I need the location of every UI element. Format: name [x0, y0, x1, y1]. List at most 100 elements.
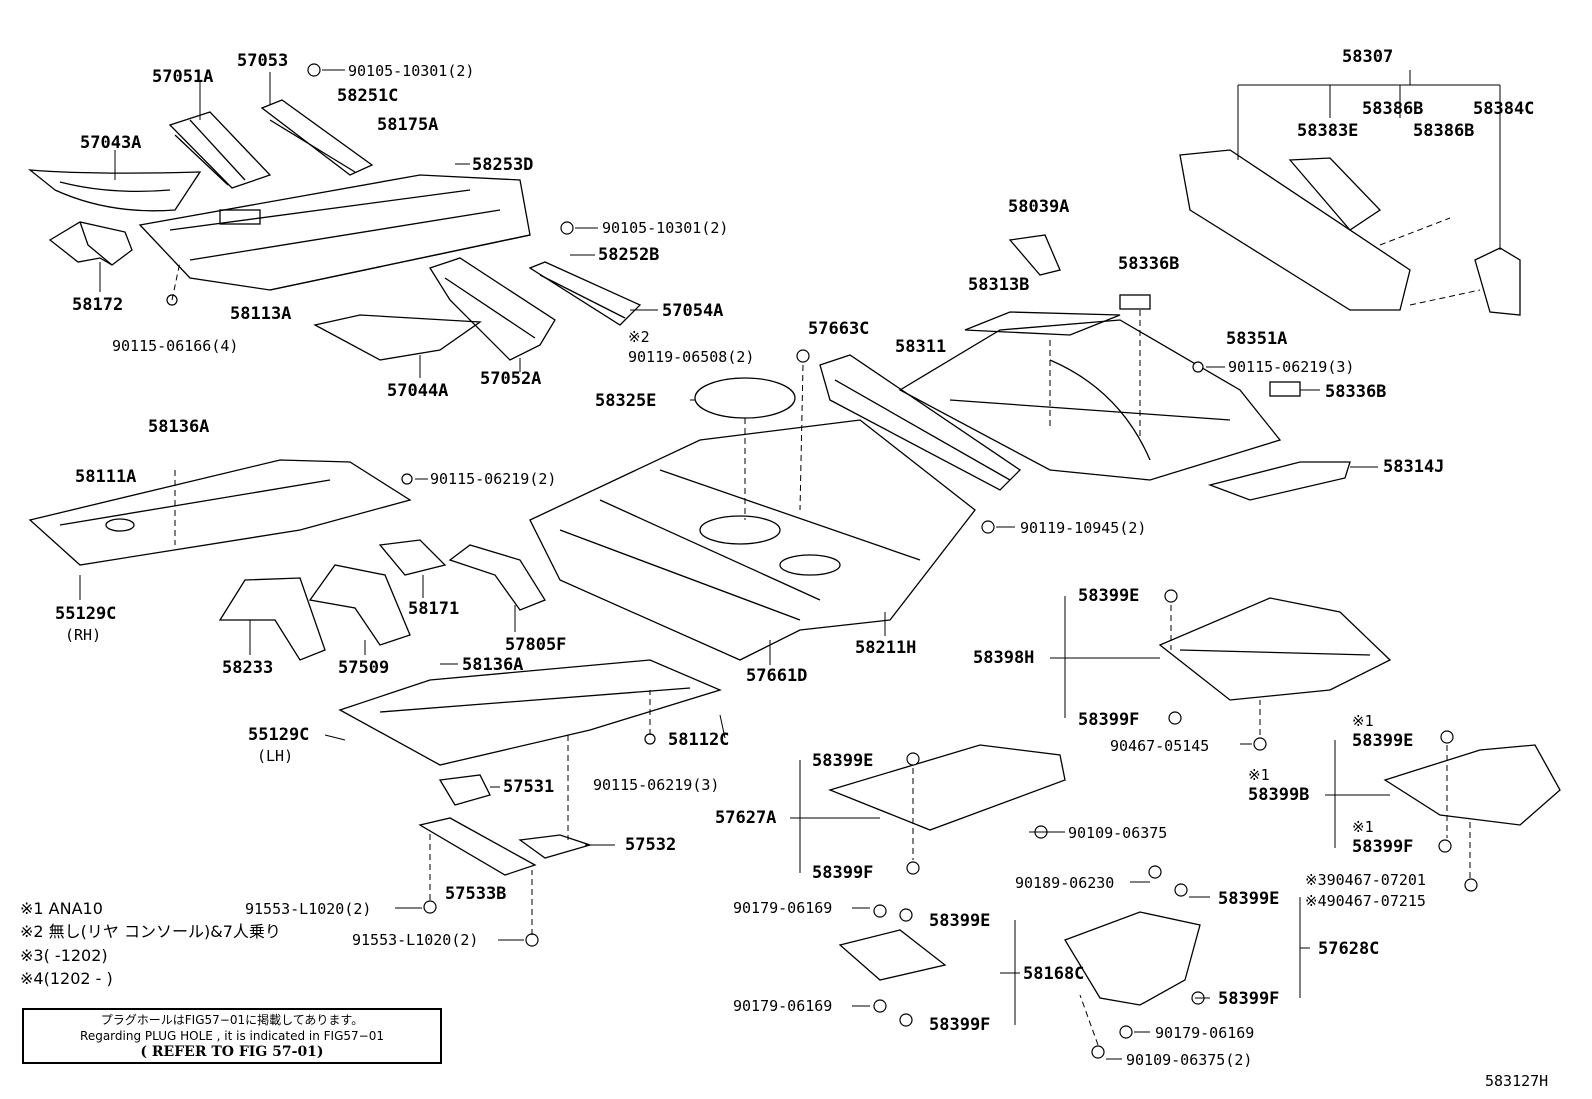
- label-58398H: 58398H: [973, 648, 1035, 668]
- label-58399F-a: 58399F: [1078, 710, 1140, 730]
- label-58399E-d: 58399E: [1218, 889, 1280, 909]
- label-90179-06169-b: 90179-06169: [733, 997, 833, 1015]
- label-58252B: 58252B: [598, 245, 660, 265]
- label-mark1-b: ※1: [1248, 766, 1270, 784]
- part-57533B-drawing: [418, 817, 537, 876]
- note-1: ※1 ANA10: [20, 899, 103, 918]
- label-rh: (RH): [65, 626, 102, 644]
- part-58314J-drawing: [1207, 461, 1351, 501]
- label-57053: 57053: [237, 51, 289, 71]
- label-58383E: 58383E: [1297, 121, 1359, 141]
- part-58311-drawing: [898, 319, 1282, 481]
- part-57043A-drawing: [27, 169, 202, 212]
- part-58113A-drawing: [138, 174, 531, 291]
- part-57053-drawing: [260, 99, 374, 176]
- label-58233: 58233: [222, 658, 274, 678]
- label-mark1-a: ※1: [1352, 712, 1374, 730]
- label-58399E-e: 58399E: [929, 911, 991, 931]
- label-57043A: 57043A: [80, 133, 142, 153]
- label-58386B-a: 58386B: [1362, 99, 1424, 119]
- label-57052A: 57052A: [480, 369, 542, 389]
- part-57805F-drawing: [448, 544, 546, 611]
- part-58171-drawing: [378, 539, 447, 576]
- part-57663C-drawing: [819, 354, 1022, 491]
- part-58313B-drawing: [964, 311, 1121, 336]
- label-91553-L1020-a: 91553-L1020(2): [245, 900, 372, 918]
- part-57509-drawing: [308, 564, 411, 646]
- label-90467-07201: ※390467-07201: [1305, 871, 1426, 889]
- part-58325E-drawing: [694, 377, 796, 419]
- label-90115-06219-2: 90115-06219(2): [430, 470, 557, 488]
- notebox-refer-link[interactable]: ( REFER TO FIG 57-01): [140, 1044, 324, 1060]
- label-58336B-b: 58336B: [1325, 382, 1387, 402]
- label-58311: 58311: [895, 337, 947, 357]
- label-90109-06375-2: 90109-06375(2): [1126, 1051, 1253, 1069]
- label-57509: 57509: [338, 658, 390, 678]
- note-2: ※2 無し(リヤ コンソール)&7人乗り: [20, 922, 281, 941]
- part-57051A-drawing: [168, 111, 272, 189]
- label-58399F-e: 58399F: [929, 1015, 991, 1035]
- label-mark2: ※2: [628, 328, 650, 346]
- part-58233-drawing: [218, 577, 326, 661]
- label-57054A: 57054A: [662, 301, 724, 321]
- label-57805F: 57805F: [505, 635, 567, 655]
- label-58136A-b: 58136A: [462, 655, 524, 675]
- label-58168C: 58168C: [1023, 964, 1085, 984]
- label-58136A-a: 58136A: [148, 417, 210, 437]
- label-58399F-d: 58399F: [1218, 989, 1280, 1009]
- label-55129C-rh: 55129C: [55, 604, 117, 624]
- label-91553-L1020-b: 91553-L1020(2): [352, 931, 479, 949]
- label-58313B: 58313B: [968, 275, 1030, 295]
- label-57051A: 57051A: [152, 67, 214, 87]
- label-58175A: 58175A: [377, 115, 439, 135]
- label-58314J: 58314J: [1383, 457, 1445, 477]
- label-57663C: 57663C: [808, 319, 870, 339]
- label-90189-06230: 90189-06230: [1015, 874, 1115, 892]
- label-90115-06219-b: 90115-06219(3): [593, 776, 720, 794]
- part-57054A-drawing: [528, 261, 642, 326]
- leader-lines: [79, 69, 1378, 1060]
- label-58351A: 58351A: [1226, 329, 1288, 349]
- label-58111A: 58111A: [75, 467, 137, 487]
- label-55129C-lh: 55129C: [248, 725, 310, 745]
- label-90115-06219-a: 90115-06219(3): [1228, 358, 1355, 376]
- label-58039A: 58039A: [1008, 197, 1070, 217]
- part-57532-drawing: [518, 834, 593, 859]
- note-4: ※4(1202 - ): [20, 969, 113, 988]
- label-90115-06166: 90115-06166(4): [112, 337, 239, 355]
- label-90109-06375: 90109-06375: [1068, 824, 1168, 842]
- label-58399F-c: 58399F: [1352, 837, 1414, 857]
- label-90119-10945: 90119-10945(2): [1020, 519, 1147, 537]
- label-58172: 58172: [72, 295, 124, 315]
- label-58399F-b: 58399F: [812, 863, 874, 883]
- part-58112C-drawing: [338, 659, 722, 766]
- label-mark1-c: ※1: [1352, 818, 1374, 836]
- label-58251C: 58251C: [337, 86, 399, 106]
- label-58399E-a: 58399E: [1078, 586, 1140, 606]
- label-58336B-a: 58336B: [1118, 254, 1180, 274]
- label-58386B-b: 58386B: [1413, 121, 1475, 141]
- notebox-line-jp: プラグホールはFIG57−01に掲載してあります。: [100, 1013, 364, 1027]
- label-58211H: 58211H: [855, 638, 917, 658]
- note-3: ※3( -1202): [20, 946, 108, 965]
- part-center-floor-drawing: [529, 419, 976, 661]
- label-90179-06169-c: 90179-06169: [1155, 1024, 1255, 1042]
- part-58336B-b-drawing: [1269, 381, 1301, 397]
- label-57661D: 57661D: [746, 666, 808, 686]
- label-58171: 58171: [408, 599, 460, 619]
- part-57531-drawing: [438, 774, 491, 806]
- label-58399E-b: 58399E: [812, 751, 874, 771]
- part-58168C-drawing: [838, 920, 1016, 1025]
- label-57533B: 57533B: [445, 884, 507, 904]
- label-90467-05145: 90467-05145: [1110, 737, 1210, 755]
- part-58398H-drawing: [1050, 596, 1392, 718]
- label-58113A: 58113A: [230, 304, 292, 324]
- part-58307-drawing: [1179, 70, 1521, 316]
- label-90105-10301-a: 90105-10301(2): [348, 62, 475, 80]
- label-58307: 58307: [1342, 47, 1394, 67]
- plug-hole-note-box: プラグホールはFIG57−01に掲載してあります。 Regarding PLUG…: [22, 1008, 442, 1064]
- label-57044A: 57044A: [387, 381, 449, 401]
- notebox-line-en: Regarding PLUG HOLE , it is indicated in…: [80, 1029, 384, 1043]
- part-58039A-drawing: [1008, 234, 1061, 276]
